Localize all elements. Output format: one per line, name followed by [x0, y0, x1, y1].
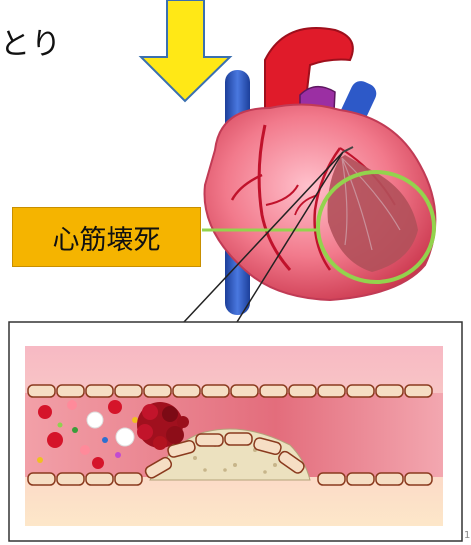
page-number: 1: [464, 530, 470, 541]
necrosis-label: 心筋壊死: [53, 218, 161, 257]
artery-cross-section: [9, 322, 462, 541]
heart-illustration: [202, 28, 435, 315]
down-arrow-icon: [141, 0, 230, 101]
label-box: 心筋壊死: [12, 207, 201, 267]
